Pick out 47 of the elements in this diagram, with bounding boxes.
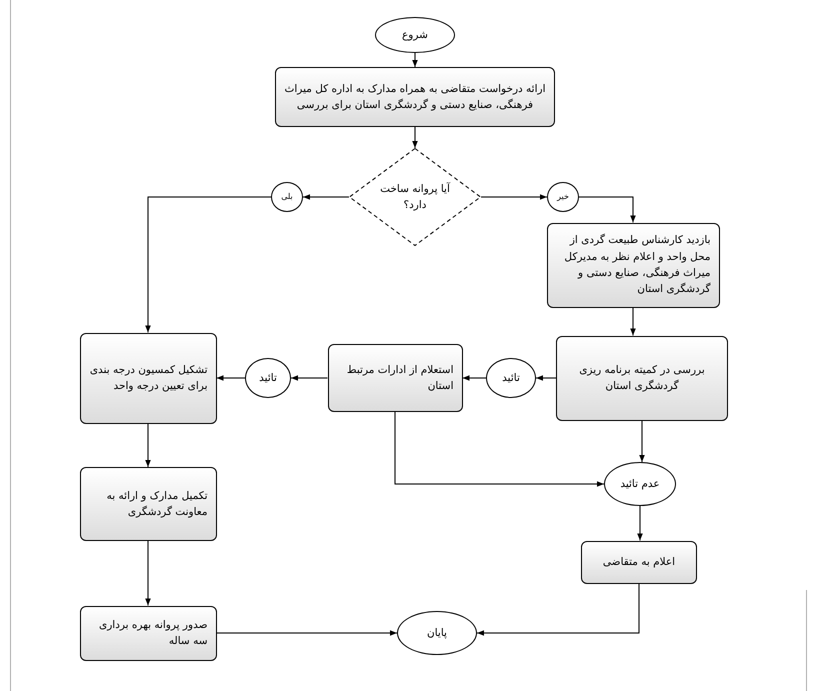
arrow [394,412,604,487]
arrow [412,126,418,148]
arrow [639,420,645,462]
arrow [536,375,556,381]
step-text: تشکیل کمسیون درجه بندی برای تعیین درجه واحد [88,362,208,394]
arrow [480,194,548,200]
question-text: آیا پروانه ساخت دارد؟ [379,181,452,213]
step-text: بازدید کارشناس طبیعت گردی از محل واحد و اعلام نظر به مدیرکل میراث فرهنگی، صنایع دستی و گردشگری استان [563,232,710,298]
process-box [328,344,462,412]
connector-circle [245,358,291,398]
arrow [145,540,151,606]
process-box [556,336,728,420]
process-box [546,222,720,308]
oval-label: عدم تائید [620,476,660,492]
oval-label: تائید [502,370,520,386]
oval-label: خیر [557,190,569,203]
arrow [216,375,246,381]
arrow [145,423,151,468]
oval-label: پایان [427,626,447,641]
connector-circle [486,358,536,398]
decision-diamond [349,148,481,246]
step-text: استعلام از ادارات مرتبط استان [346,362,454,394]
connector-circle [547,182,579,212]
step-text: ارائه درخواست متقاضی به همراه مدارک به اداره کل میراث فرهنگی، صنایع دستی و گردشگری استان برای بررسی [284,82,546,113]
step-text: بررسی در کمیته برنامه ریزی گردشگری استان [578,362,706,394]
arrow [412,52,418,68]
arrow [216,630,398,636]
connector-circle [271,182,303,212]
process-box [80,332,216,424]
arrow [637,506,643,541]
process-box [80,606,216,660]
arrow [578,196,636,223]
process-box [80,467,216,541]
process-box [275,67,555,127]
step-text: تکمیل مدارک و ارائه به معاونت گردشگری [106,488,208,520]
oval-label: تائید [259,370,277,386]
arrow [145,196,272,333]
process-box [581,540,697,584]
arrow [462,375,486,381]
arrow [476,583,640,636]
step-text: اعلام به متقاضی [602,554,676,570]
arrow [302,194,350,200]
oval-label: بلی [281,190,293,203]
step-text: صدور پروانه بهره برداری سه ساله [98,618,208,649]
arrow [290,375,328,381]
oval-label: شروع [402,28,428,43]
arrow [630,307,636,336]
